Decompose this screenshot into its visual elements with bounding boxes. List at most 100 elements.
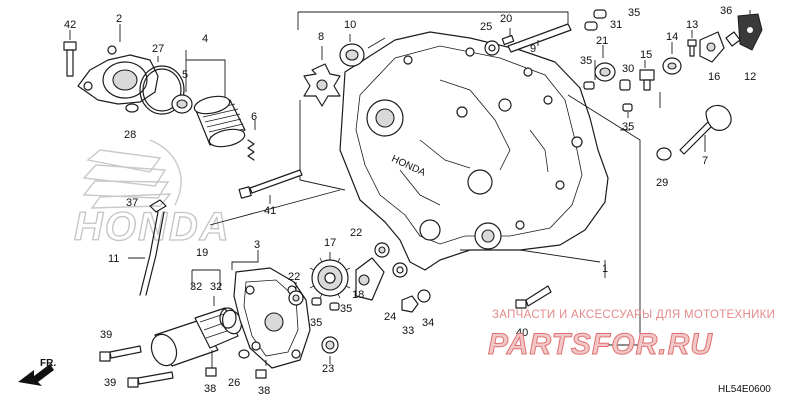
callout-32b: 32 <box>210 281 222 293</box>
callout-30: 30 <box>622 63 634 75</box>
cover-bolt <box>63 30 77 77</box>
callout-5: 5 <box>182 69 188 81</box>
callout-3: 3 <box>254 239 260 251</box>
callout-35e: 35 <box>310 317 322 329</box>
sensor-holder <box>699 31 725 63</box>
nut <box>401 295 419 313</box>
callout-33: 33 <box>402 325 414 337</box>
callout-31: 31 <box>610 19 622 31</box>
oil-filter-group <box>171 50 256 161</box>
partsfor-watermark: ЗАПЧАСТИ И АКСЕССУАРЫ ДЛЯ МОТОТЕХНИКИ PA… <box>488 309 775 362</box>
oil-seal <box>339 34 386 67</box>
diagram-code: HL54E0600 <box>718 384 771 395</box>
callout-38a: 38 <box>204 383 216 395</box>
callout-21: 21 <box>596 35 608 47</box>
callout-2: 2 <box>116 13 122 25</box>
callout-17: 17 <box>324 237 336 249</box>
neutral-switch <box>639 60 655 91</box>
callout-22a: 22 <box>350 227 362 239</box>
thrust-washer <box>392 262 408 278</box>
callout-29: 29 <box>656 177 668 189</box>
callout-32a: 32 <box>190 281 202 293</box>
drain-bolt <box>515 285 552 309</box>
dowel-pin <box>584 9 607 31</box>
front-direction-arrow: FR. <box>18 358 56 386</box>
callout-18: 18 <box>352 289 364 301</box>
long-bolt <box>238 169 303 204</box>
watermark-brand: PARTSFOR.RU <box>488 328 713 361</box>
honda-wing-logo: HONDA <box>73 139 231 250</box>
callout-6: 6 <box>251 111 257 123</box>
honda-logo-text: HONDA <box>74 205 231 249</box>
starter-shaft-bearing <box>321 336 339 364</box>
callout-28: 28 <box>124 129 136 141</box>
shaft <box>507 23 572 53</box>
callout-13: 13 <box>686 19 698 31</box>
callout-11: 11 <box>108 253 119 265</box>
callout-41: 41 <box>264 205 276 217</box>
fr-label: FR. <box>40 358 56 369</box>
bearing-upper <box>374 242 390 258</box>
sensor-gear <box>662 42 682 75</box>
clip <box>725 31 741 47</box>
callout-40: 40 <box>516 327 528 339</box>
callout-4: 4 <box>202 33 208 45</box>
callout-19: 19 <box>196 247 208 259</box>
callout-26: 26 <box>228 377 240 389</box>
callout-39b: 39 <box>104 377 116 389</box>
sensor-bracket <box>737 10 763 51</box>
callout-34: 34 <box>422 317 434 329</box>
callout-22b: 22 <box>288 271 300 283</box>
callout-35c: 35 <box>622 121 634 133</box>
sealing-washer <box>417 289 431 303</box>
callout-7: 7 <box>702 155 708 167</box>
callout-24: 24 <box>384 311 396 323</box>
callout-labels: 42 2 27 4 5 6 28 8 10 25 20 9 31 35 21 3… <box>64 5 756 397</box>
oil-dipstick <box>679 104 732 155</box>
callout-8: 8 <box>318 31 324 43</box>
starter-bolt-upper <box>99 345 142 362</box>
watermark-tagline: ЗАПЧАСТИ И АКСЕССУАРЫ ДЛЯ МОТОТЕХНИКИ <box>492 309 775 321</box>
sensor-bolt <box>687 30 697 57</box>
dipstick-o-ring <box>656 147 672 161</box>
callout-9: 9 <box>530 43 536 55</box>
bearing-small <box>288 282 304 306</box>
dowel-small <box>311 297 340 311</box>
callout-10: 10 <box>344 19 356 31</box>
reduction-gear-arm <box>355 257 385 301</box>
starter-idle-gear <box>309 252 351 299</box>
bearing <box>594 45 616 82</box>
callout-39a: 39 <box>100 329 112 341</box>
callout-12: 12 <box>744 71 756 83</box>
hose-clamp <box>149 199 167 213</box>
callout-20: 20 <box>500 13 512 25</box>
leader-lines <box>460 92 661 278</box>
callout-1: 1 <box>602 263 608 275</box>
callout-14: 14 <box>666 31 678 43</box>
callout-36: 36 <box>720 5 732 17</box>
small-o-ring <box>125 103 139 113</box>
callout-38b: 38 <box>258 385 270 397</box>
callout-35d: 35 <box>340 303 352 315</box>
cover-bolt-lower <box>205 350 217 377</box>
callout-23: 23 <box>322 363 334 375</box>
callout-15: 15 <box>640 49 652 61</box>
cover-bolt-right <box>255 360 267 379</box>
callout-42: 42 <box>64 19 76 31</box>
callout-35b: 35 <box>580 55 592 67</box>
washer <box>484 40 500 56</box>
callout-16: 16 <box>708 71 720 83</box>
starter-o-ring <box>219 307 237 329</box>
oil-filter-cover <box>77 24 159 105</box>
right-crankcase-cover: HONDA <box>339 31 609 271</box>
starter-motor <box>150 296 243 367</box>
dowel-group <box>583 60 633 118</box>
o-ring-small <box>238 349 250 359</box>
o-ring <box>139 56 185 115</box>
pump-spider <box>303 46 341 107</box>
callout-37: 37 <box>126 197 138 209</box>
callout-25: 25 <box>480 21 492 33</box>
starter-bolt-lower <box>127 371 174 388</box>
breather-tube <box>128 211 165 296</box>
